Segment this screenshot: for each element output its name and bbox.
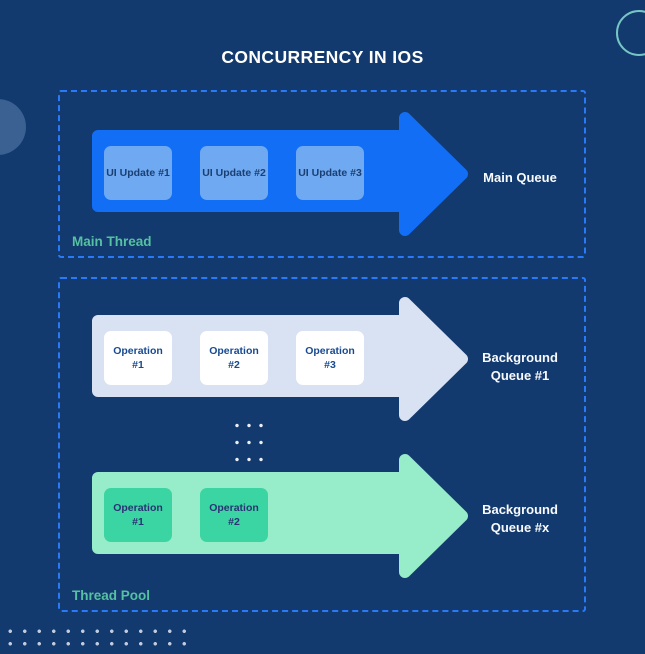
task-box: Operation #1 [104, 331, 172, 385]
task-box: Operation #2 [200, 488, 268, 542]
background-queuex-arrow-icon [92, 454, 468, 578]
task-box: Operation #2 [200, 331, 268, 385]
task-box: UI Update #3 [296, 146, 364, 200]
task-box: Operation #1 [104, 488, 172, 542]
decorative-dot-grid-icon [3, 625, 192, 650]
background-queue1-arrow-icon [92, 297, 468, 421]
task-box: UI Update #2 [200, 146, 268, 200]
queue-label: Main Queue [483, 170, 557, 185]
thread-label: Thread Pool [72, 588, 151, 603]
decorative-circle-left-icon [0, 99, 26, 155]
queue-label: Background Queue #1 [482, 350, 558, 383]
thread-label: Main Thread [72, 234, 152, 249]
page-title: CONCURRENCY IN IOS [221, 47, 424, 67]
more-queues-ellipsis-icon [231, 417, 268, 469]
main-queue-arrow-icon [92, 112, 468, 236]
task-box: Operation #3 [296, 331, 364, 385]
task-box: UI Update #1 [104, 146, 172, 200]
main-thread-group: UI Update #1 UI Update #2 UI Update #3 M… [58, 90, 586, 258]
thread-pool-group: Operation #1 Operation #2 Operation #3 B… [58, 277, 586, 612]
queue-label: Background Queue #x [482, 502, 558, 535]
